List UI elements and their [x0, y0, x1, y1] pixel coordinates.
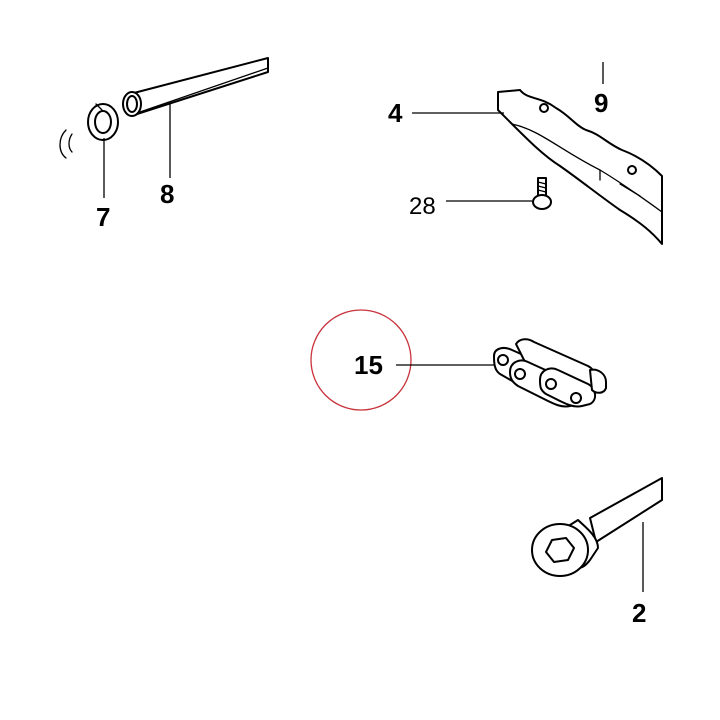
chain-link-part — [493, 338, 607, 408]
screw-part — [532, 177, 552, 210]
callout-15: 15 — [354, 350, 383, 380]
spring-washer-part — [59, 103, 119, 159]
callout-8: 8 — [160, 179, 174, 209]
callout-9: 9 — [594, 88, 608, 118]
bracket-part — [497, 89, 663, 245]
callout-28: 28 — [409, 193, 436, 220]
callout-7: 7 — [96, 202, 110, 232]
callout-2: 2 — [632, 598, 646, 628]
highlight-circle — [310, 309, 412, 411]
bolt-part — [531, 477, 663, 577]
shaft-tube-part — [122, 57, 269, 117]
callout-4: 4 — [388, 98, 403, 128]
